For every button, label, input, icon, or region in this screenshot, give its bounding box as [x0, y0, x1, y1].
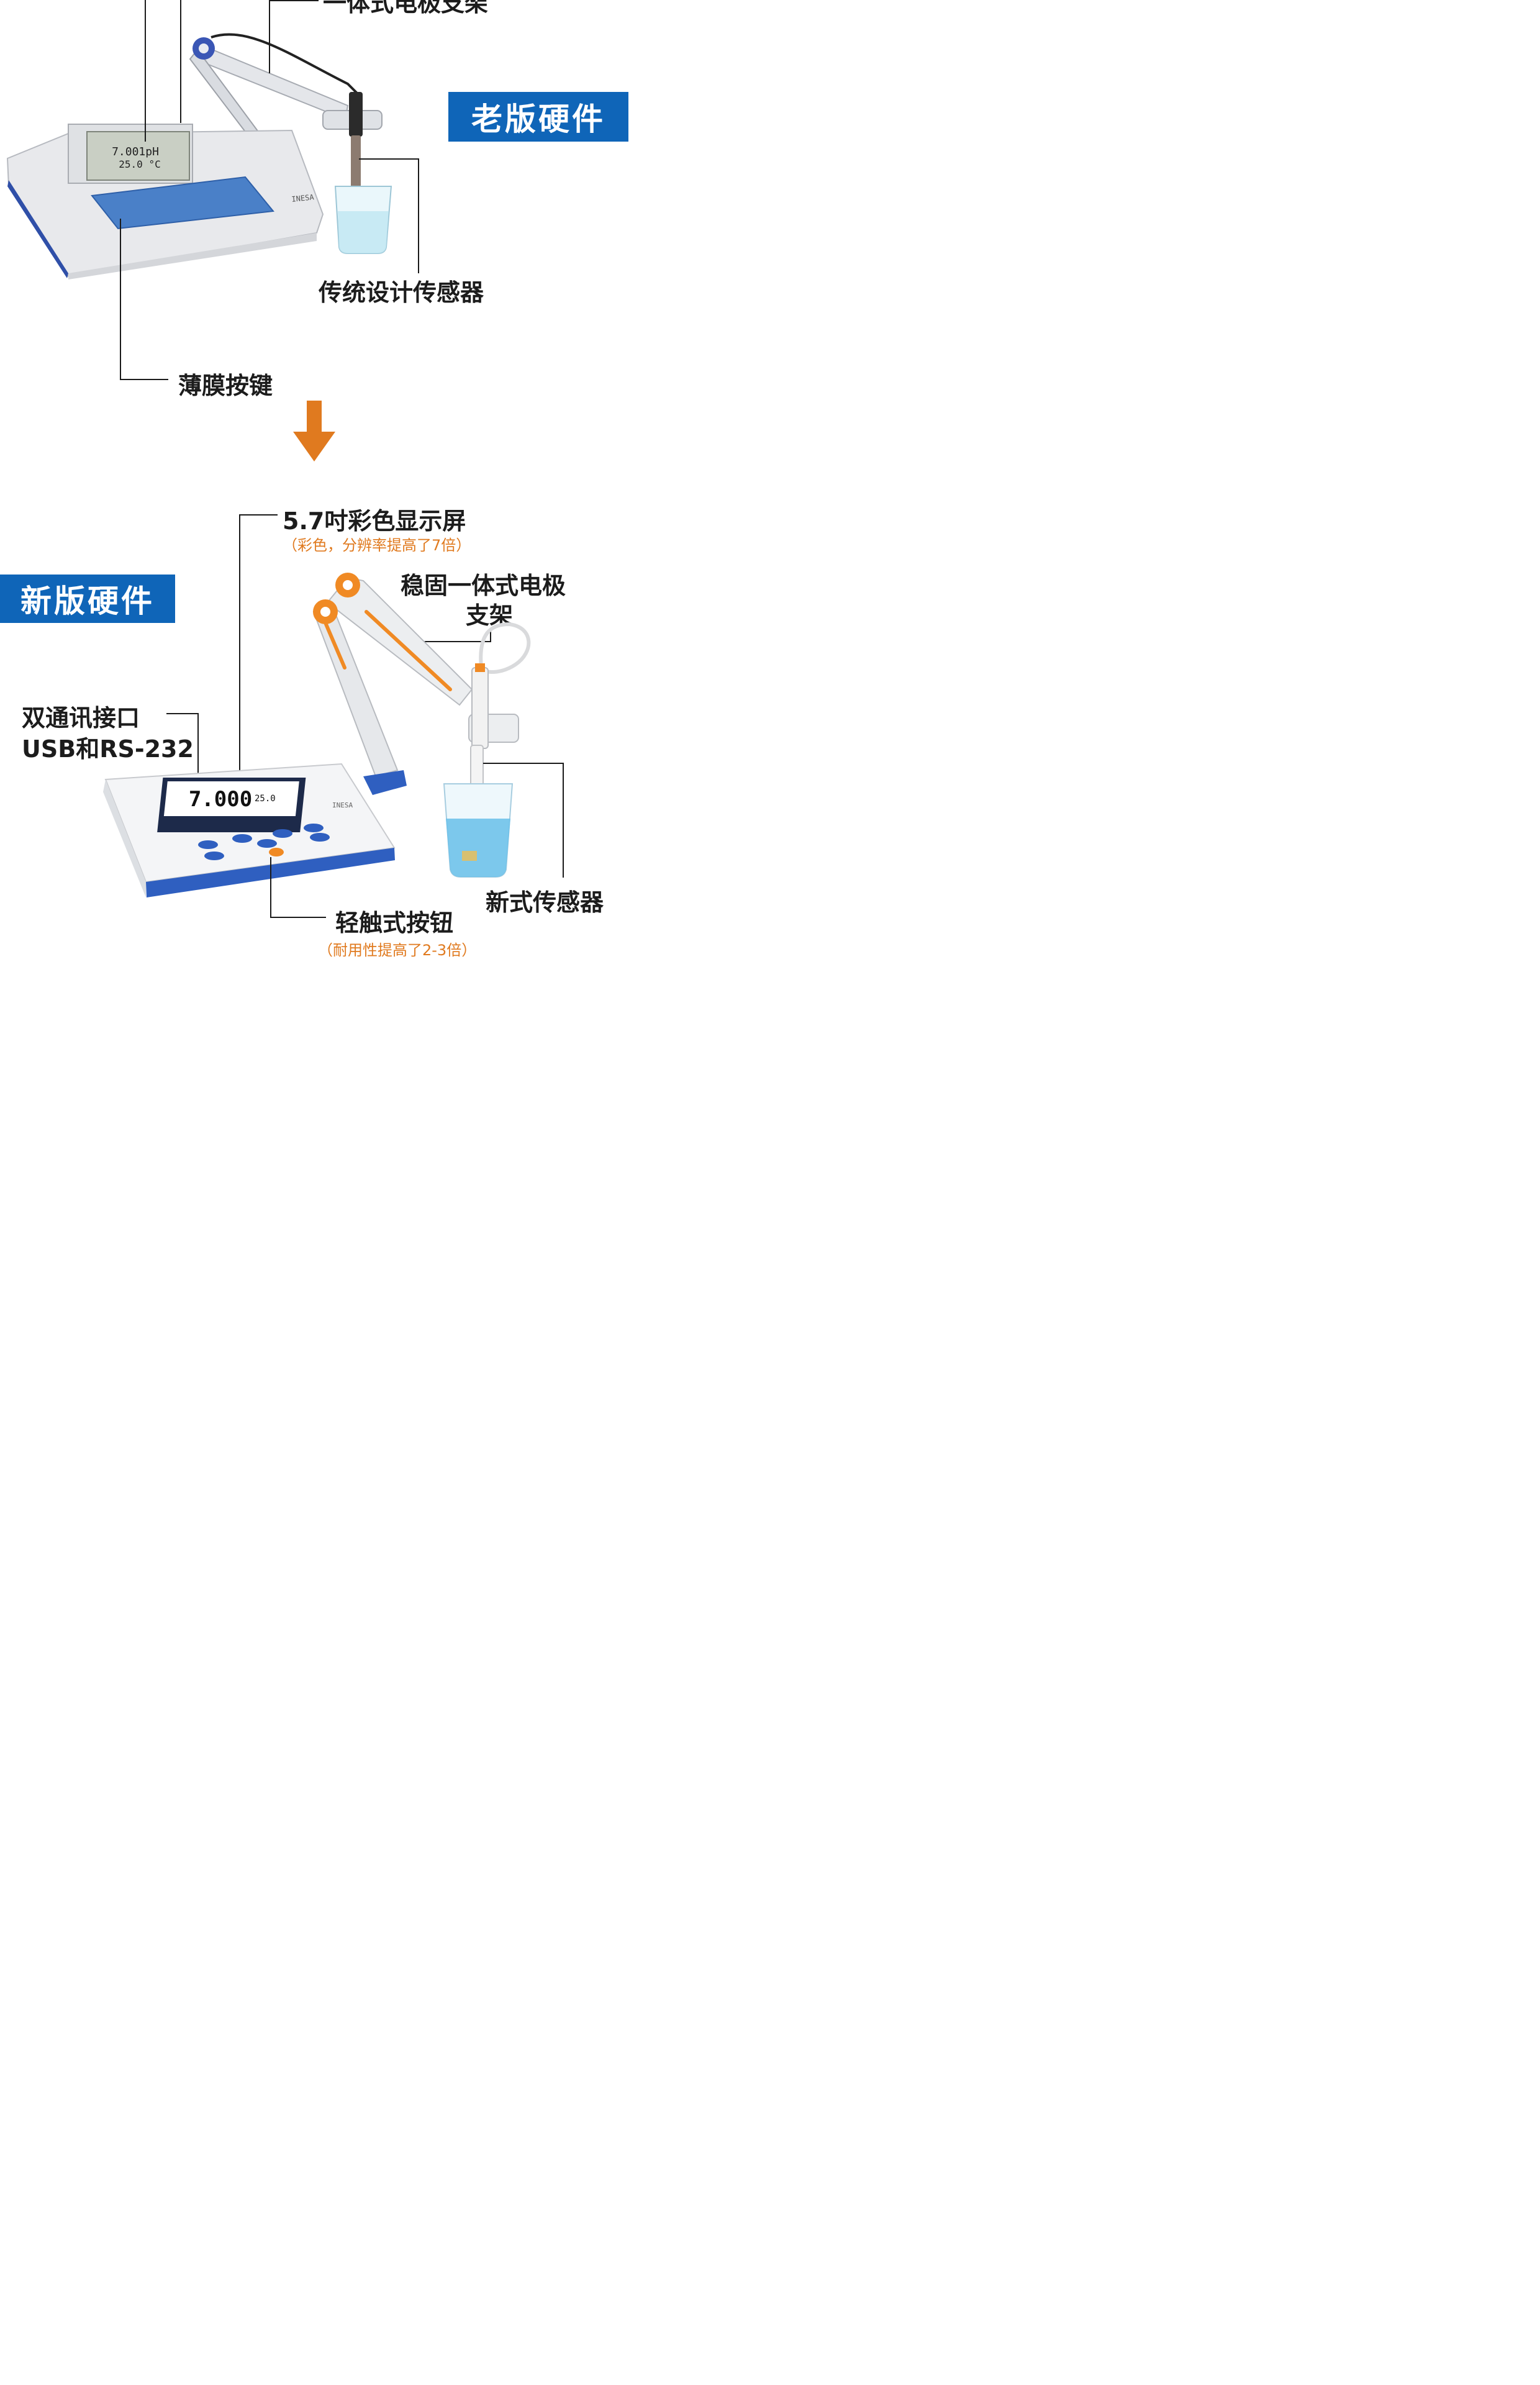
callout-line-sensor-new-h — [483, 763, 564, 764]
new-sensor-label: 新式传感器 — [486, 889, 604, 916]
old-screen-value: 7.001pH — [112, 145, 159, 158]
callout-line-screen-b — [180, 0, 181, 123]
old-brand: INESA — [291, 193, 315, 204]
callout-line-stand-v — [269, 0, 270, 73]
ports-label-line2: USB和RS-232 — [22, 735, 194, 763]
callout-line-ports-h — [166, 713, 199, 714]
ports-label-line1: 双通讯接口 — [22, 704, 140, 732]
callout-line-sensor-new-v — [563, 763, 564, 878]
callout-line-screen-a — [145, 0, 146, 142]
buttons-label: 轻触式按钮 — [335, 909, 454, 937]
callout-line-buttons-h — [270, 917, 326, 918]
old-hardware-badge: 老版硬件 — [448, 92, 628, 142]
stand-label-line1: 稳固一体式电极 — [401, 572, 566, 599]
display-label: 5.7吋彩色显示屏 — [283, 507, 466, 535]
old-sensor-label: 传统设计传感器 — [319, 279, 484, 306]
down-arrow-icon — [293, 401, 335, 461]
callout-line-buttons-v — [270, 857, 271, 918]
new-screen-temp: 25.0 — [255, 794, 276, 804]
new-hardware-badge: 新版硬件 — [0, 575, 175, 623]
callout-line-keypad-h — [120, 379, 168, 380]
old-screen-temp: 25.0 °C — [119, 158, 160, 170]
callout-line-sensor-h — [359, 158, 419, 160]
callout-line-sensor-v — [418, 158, 419, 273]
callout-line-keypad-v — [120, 219, 121, 380]
old-meter-illustration: 7.001pH 25.0 °C INESA — [6, 33, 392, 279]
callout-line-display-h — [239, 514, 278, 516]
old-keypad-label: 薄膜按键 — [178, 372, 273, 399]
callout-line-ports-v — [197, 713, 199, 775]
new-screen-value: 7.000 — [189, 787, 252, 812]
new-brand: INESA — [332, 801, 353, 809]
callout-line-display-v — [239, 514, 240, 788]
old-stand-label: 一体式电极支架 — [323, 0, 489, 17]
buttons-sub: （耐用性提高了2-3倍） — [318, 942, 477, 959]
callout-line-stand-h — [269, 0, 319, 1]
callout-line-stand-new-h — [416, 641, 491, 642]
callout-line-stand-new-v — [490, 629, 491, 642]
display-sub: （彩色，分辨率提高了7倍） — [283, 537, 471, 554]
new-meter-illustration: 7.000 25.0 INESA — [103, 573, 531, 897]
